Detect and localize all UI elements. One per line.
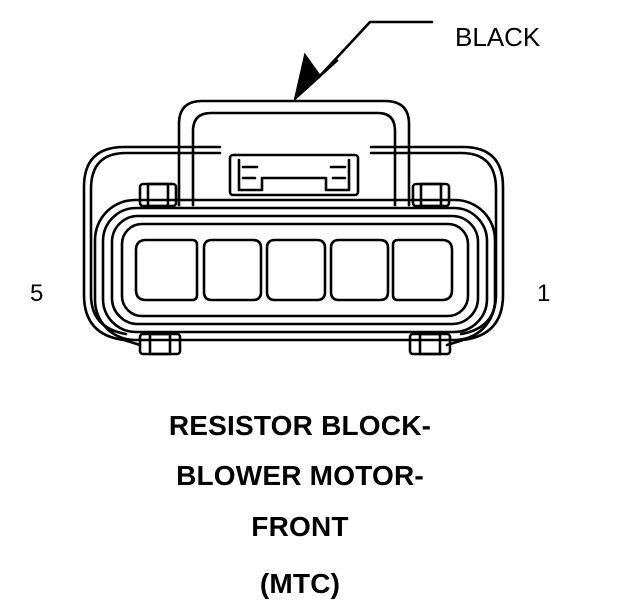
cavity-5 bbox=[134, 238, 199, 302]
connector-title-line-4: (MTC) bbox=[259, 568, 341, 599]
pin-number-right: 1 bbox=[537, 280, 551, 307]
side-clips bbox=[138, 182, 452, 356]
cavity-1 bbox=[391, 238, 454, 302]
connector-body bbox=[93, 198, 497, 342]
wire-color-label: BLACK bbox=[455, 22, 541, 52]
callout-leader bbox=[293, 20, 434, 102]
cavity-2 bbox=[329, 238, 390, 302]
connector-title-line-2: BLOWER MOTOR- bbox=[176, 460, 424, 491]
cavity-4 bbox=[202, 238, 263, 302]
pin-cavities bbox=[134, 238, 454, 302]
lock-tab bbox=[228, 153, 360, 197]
connector-title-line-3: FRONT bbox=[251, 511, 349, 542]
callout-arrowhead bbox=[293, 52, 339, 102]
connector-title-line-1: RESISTOR BLOCK- bbox=[168, 410, 432, 441]
latch-top bbox=[177, 99, 411, 207]
cavity-3 bbox=[265, 238, 327, 302]
pin-number-left: 5 bbox=[30, 280, 44, 307]
